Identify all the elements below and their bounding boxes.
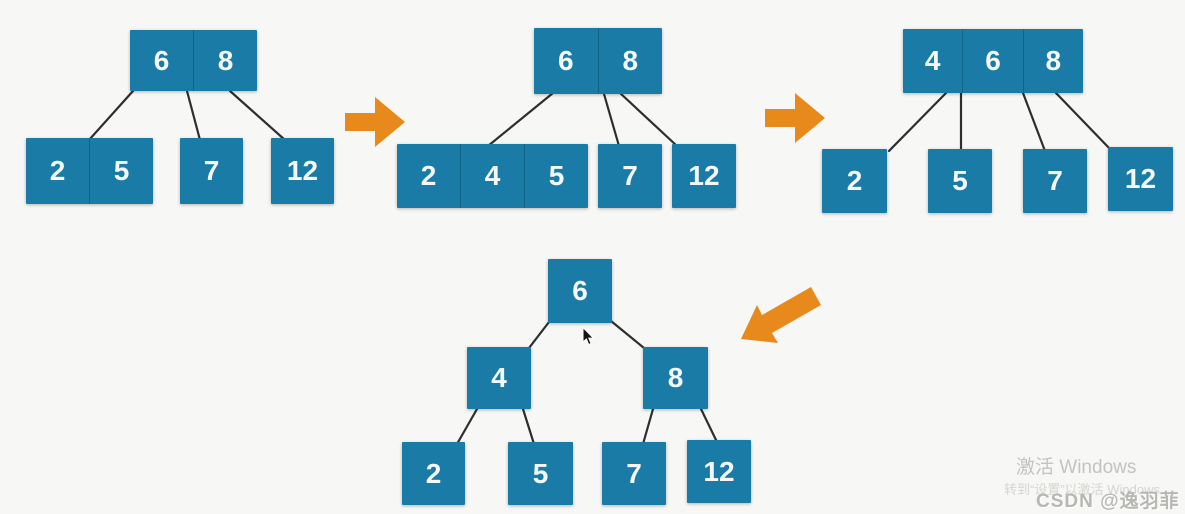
edge-line [228, 89, 287, 142]
edge-line [887, 91, 948, 153]
activate-windows-watermark-title: 激活 Windows [1016, 457, 1137, 478]
tree1-leaf-node: 7 [180, 138, 243, 204]
tree3-root-node: 4 6 8 [903, 29, 1083, 93]
key-cell: 8 [193, 30, 257, 91]
key-cell: 4 [924, 45, 941, 76]
edge-line [609, 319, 646, 350]
edge-line [602, 92, 621, 148]
edge-line [185, 89, 202, 142]
key-cell: 7 [203, 155, 220, 186]
tree1-root-node: 6 8 [130, 30, 257, 91]
key-cell: 8 [667, 362, 684, 393]
tree2-leaf-node: 12 [672, 144, 736, 208]
activate-windows-watermark-subtitle: 转到“设置”以激活 Windows [1004, 482, 1161, 497]
arrow-right-icon [765, 93, 825, 143]
key-cell: 6 [572, 275, 588, 306]
edge-line [699, 407, 719, 444]
tree4-leaf-node: 5 [508, 442, 573, 505]
key-cell: 6 [557, 45, 574, 76]
key-cell: 6 [962, 29, 1022, 93]
edge-line [486, 91, 555, 148]
tree1-leaf-node: 12 [271, 138, 334, 204]
key-cell: 4 [491, 362, 507, 393]
edge-line [1054, 91, 1112, 151]
edge-line [521, 407, 536, 446]
key-cell: 5 [524, 144, 588, 208]
tree4-right-node: 8 [643, 347, 708, 409]
key-cell: 7 [1047, 165, 1063, 196]
edge-line [87, 89, 135, 142]
tree2-leaf-node: 2 4 5 [397, 144, 588, 208]
tree1-leaf-node: 2 5 [26, 138, 153, 204]
edge-line [527, 320, 551, 350]
key-cell: 12 [688, 160, 720, 191]
arrow-right-icon [345, 97, 405, 147]
tree3-leaf-node: 7 [1023, 149, 1087, 213]
edge-line [455, 407, 479, 446]
edge-line [641, 407, 655, 446]
key-cell: 12 [1124, 163, 1157, 194]
key-cell: 2 [420, 160, 437, 191]
arrow-down-left-icon [741, 287, 821, 343]
tree4-root-node: 6 [548, 259, 612, 323]
key-cell: 5 [89, 138, 153, 204]
key-cell: 7 [626, 457, 642, 489]
key-cell: 7 [622, 160, 638, 191]
key-cell: 8 [1022, 29, 1083, 93]
key-cell: 6 [153, 44, 170, 76]
tree3-leaf-node: 5 [928, 149, 992, 213]
tree4-left-node: 4 [467, 347, 531, 409]
tree2-root-node: 6 8 [534, 28, 662, 94]
csdn-author-watermark: CSDN @逸羽菲 [1036, 491, 1180, 512]
key-cell: 8 [597, 28, 663, 94]
tree4-leaf-node: 7 [602, 442, 666, 505]
tree2-leaf-node: 7 [598, 144, 662, 208]
key-cell: 2 [425, 457, 442, 489]
tree4-leaf-node: 2 [402, 442, 465, 505]
key-cell: 2 [846, 165, 863, 196]
key-cell: 5 [952, 165, 968, 196]
key-cell: 12 [703, 455, 735, 487]
tree3-leaf-node: 12 [1108, 147, 1173, 211]
key-cell: 12 [286, 155, 319, 186]
key-cell: 5 [532, 457, 549, 489]
edge-line [618, 91, 679, 148]
mouse-cursor-icon [582, 327, 595, 346]
tree4-leaf-node: 12 [687, 440, 751, 503]
key-cell: 2 [49, 155, 66, 186]
edge-line [1021, 91, 1047, 153]
key-cell: 4 [460, 144, 524, 208]
tree3-leaf-node: 2 [822, 149, 887, 213]
